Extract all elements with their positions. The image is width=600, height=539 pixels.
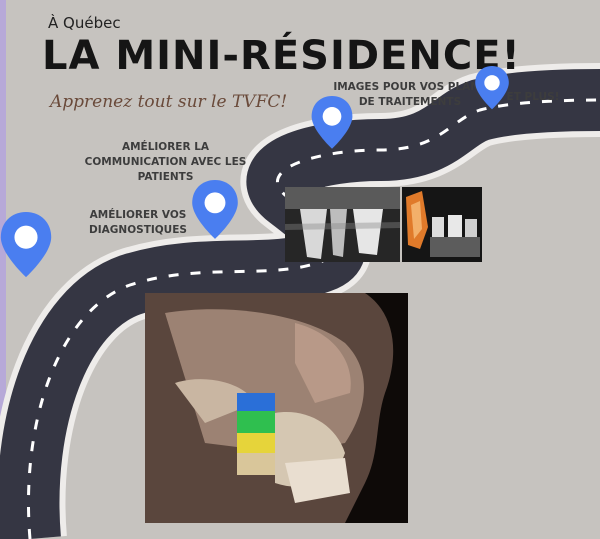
pin-icon-treatment [311, 96, 353, 149]
location-subtitle: À Québec [48, 14, 121, 32]
page-title: LA MINI-RÉSIDENCE! [42, 33, 521, 79]
pin-icon-diagnostics [0, 212, 52, 278]
pin-icon-communication [192, 180, 238, 239]
pin-icon-more [475, 66, 509, 110]
milestone-label-communication: AMÉLIORER LA COMMUNICATION AVEC LES PATI… [84, 141, 247, 183]
milestone-label-diagnostics: AMÉLIORER VOS DIAGNOSTIQUES [89, 209, 187, 236]
cbct-tooth-image [402, 187, 482, 262]
skull-3d-render-image [145, 293, 408, 523]
milestone-label-more: ET PLUS! [506, 91, 560, 103]
left-accent-strip [0, 0, 6, 539]
tagline: Apprenez tout sur le TVFC! [50, 92, 288, 112]
dental-xray-image [285, 187, 400, 262]
